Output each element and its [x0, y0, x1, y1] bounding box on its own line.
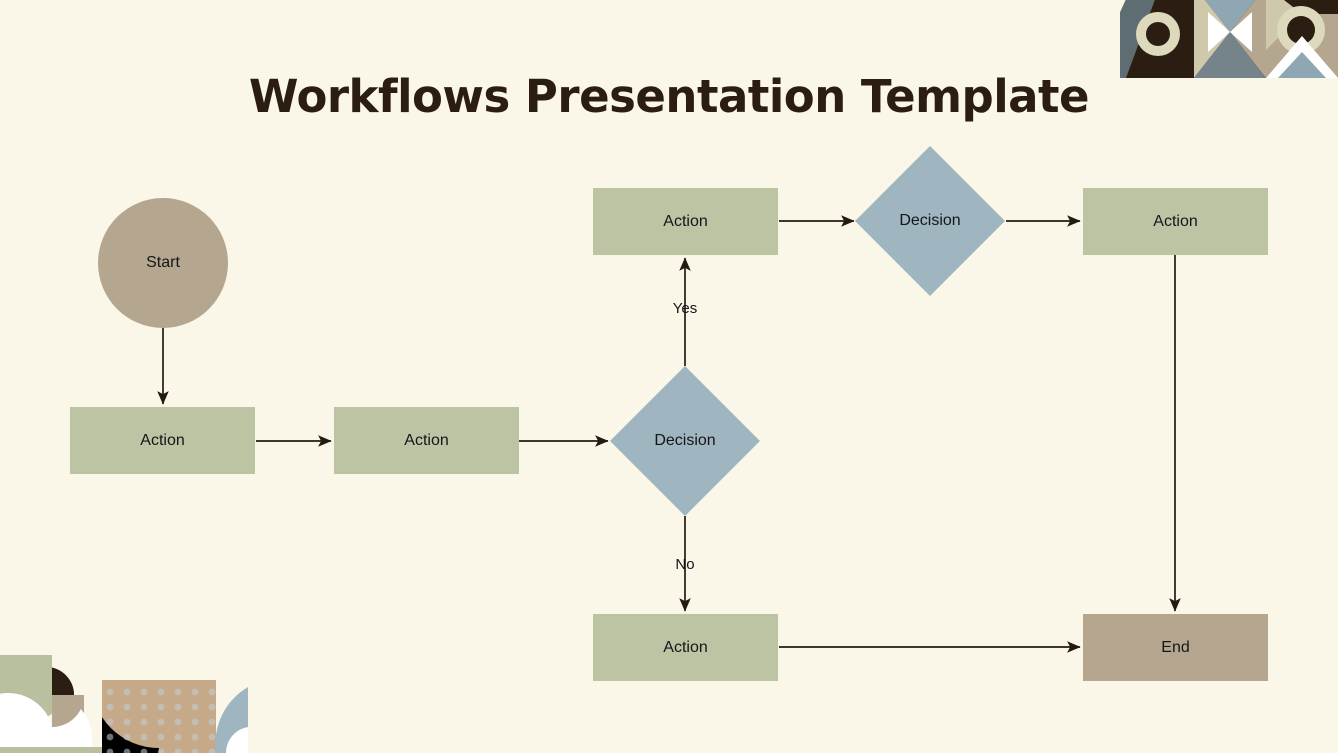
node-start[interactable]: Start	[98, 198, 228, 328]
node-action4-label: Action	[1153, 212, 1198, 230]
node-action3-label: Action	[663, 212, 708, 230]
edge-label-yes: Yes	[672, 300, 698, 317]
node-end[interactable]: End	[1083, 614, 1268, 681]
node-end-label: End	[1161, 638, 1190, 656]
node-decision1[interactable]: Decision	[610, 366, 760, 516]
node-action3[interactable]: Action	[593, 188, 778, 255]
node-start-label: Start	[146, 254, 180, 271]
page-title: Workflows Presentation Template	[248, 70, 1090, 123]
edge-label-no: No	[675, 556, 695, 573]
node-action5[interactable]: Action	[593, 614, 778, 681]
node-action1[interactable]: Action	[70, 407, 255, 474]
node-action2-label: Action	[404, 431, 449, 449]
node-action5-label: Action	[663, 638, 708, 656]
node-decision1-label: Decision	[654, 432, 716, 449]
node-decision2-label: Decision	[899, 212, 961, 229]
node-action1-label: Action	[140, 431, 185, 449]
node-decision2[interactable]: Decision	[855, 146, 1005, 296]
node-action2[interactable]: Action	[334, 407, 519, 474]
node-action4[interactable]: Action	[1083, 188, 1268, 255]
